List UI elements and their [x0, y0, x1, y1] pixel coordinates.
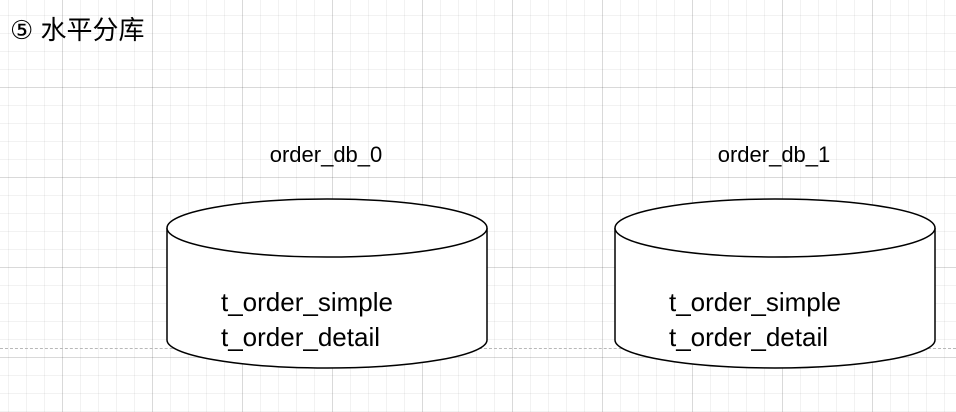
database-cylinder-icon: [166, 198, 488, 369]
table-name: t_order_simple: [221, 287, 393, 317]
database-label: order_db_0: [269, 142, 383, 167]
database-cylinder-icon: [614, 198, 936, 369]
table-name: t_order_detail: [669, 322, 828, 352]
database-label: order_db_1: [717, 142, 831, 167]
table-name: t_order_detail: [221, 322, 380, 352]
table-name: t_order_simple: [669, 287, 841, 317]
diagram-title: ⑤ 水平分库: [10, 15, 145, 45]
